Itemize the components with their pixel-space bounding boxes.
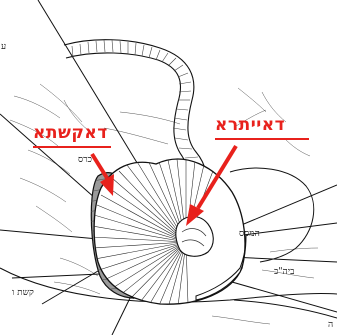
dakashta-label: דאקשתא [33,125,108,142]
hamses-label: המסס [239,230,260,239]
reticulum-dome [92,150,246,308]
keres-label: כרס [78,156,92,165]
dayitra-underline [215,138,309,140]
edge-bottom-label: ה [328,321,333,330]
keshet-label: קשת ו [12,289,34,298]
edge-left-label: ע [1,43,6,52]
dakashta-underline [33,146,111,148]
beit-hakosot-label: ביה"כ [274,268,294,277]
dayitra-label: דאייתרא [215,117,285,134]
